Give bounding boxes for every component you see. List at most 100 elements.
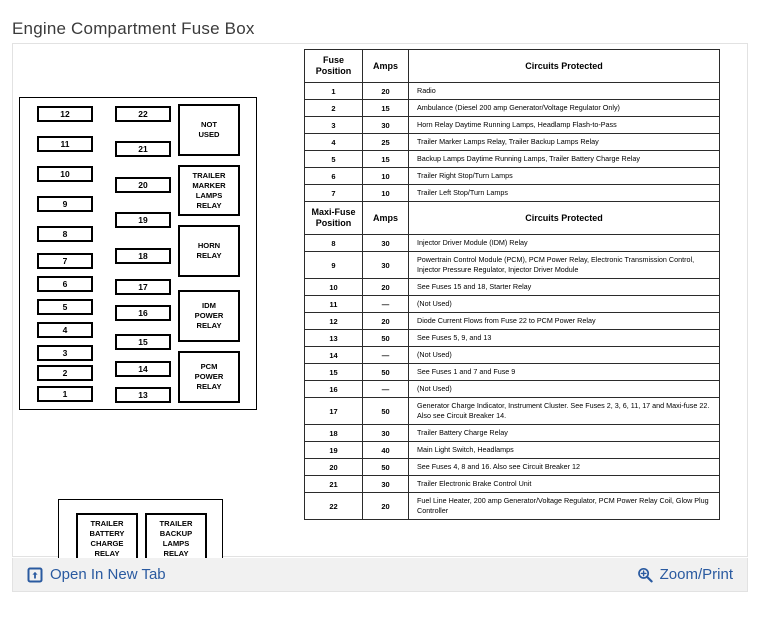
- cell-position: 7: [304, 184, 363, 202]
- cell-circuits: Diode Current Flows from Fuse 22 to PCM …: [408, 312, 720, 330]
- fuse-slot-9: 9: [37, 196, 93, 212]
- cell-amps: 30: [362, 234, 409, 252]
- relay-line: RELAY: [94, 549, 120, 558]
- fuse-slot-16: 16: [115, 305, 171, 321]
- cell-circuits: (Not Used): [408, 295, 720, 313]
- table-row: 16—(Not Used): [304, 380, 720, 398]
- relay-line: HORN: [197, 241, 221, 250]
- cell-position: 8: [304, 234, 363, 252]
- cell-circuits: (Not Used): [408, 346, 720, 364]
- fuse-slot-12: 12: [37, 106, 93, 122]
- fuse-slot-13: 13: [115, 387, 171, 403]
- cell-circuits: Horn Relay Daytime Running Lamps, Headla…: [408, 116, 720, 134]
- relay-line: RELAY: [163, 549, 189, 558]
- cell-position: 6: [304, 167, 363, 185]
- cell-circuits: Main Light Switch, Headlamps: [408, 441, 720, 459]
- fuse-slot-1: 1: [37, 386, 93, 402]
- cell-position: 15: [304, 363, 363, 381]
- cell-position: 20: [304, 458, 363, 476]
- cell-circuits: See Fuses 1 and 7 and Fuse 9: [408, 363, 720, 381]
- fuse-slot-7: 7: [37, 253, 93, 269]
- cell-position: 10: [304, 278, 363, 296]
- fuse-slot-17: 17: [115, 279, 171, 295]
- cell-circuits: Trailer Marker Lamps Relay, Trailer Back…: [408, 133, 720, 151]
- fuse-slot-5: 5: [37, 299, 93, 315]
- cell-amps: 50: [362, 397, 409, 425]
- relay-line: USED: [198, 130, 220, 139]
- relay-line: CHARGE: [90, 539, 124, 548]
- fuse-slot-3: 3: [37, 345, 93, 361]
- cell-circuits: Backup Lamps Daytime Running Lamps, Trai…: [408, 150, 720, 168]
- relay-line: LAMPS: [162, 539, 190, 548]
- fuse-slot-22: 22: [115, 106, 171, 122]
- relay-line: TRAILER: [159, 519, 193, 528]
- zoom-print-label: Zoom/Print: [659, 566, 733, 583]
- cell-position: 14: [304, 346, 363, 364]
- fuse-slot-20: 20: [115, 177, 171, 193]
- cell-position: 11: [304, 295, 363, 313]
- cell-position: 1: [304, 82, 363, 100]
- cell-amps: 50: [362, 329, 409, 347]
- cell-circuits: See Fuses 15 and 18, Starter Relay: [408, 278, 720, 296]
- fuse-slot-6: 6: [37, 276, 93, 292]
- relay-line: BATTERY: [89, 529, 125, 538]
- table-row: 11—(Not Used): [304, 295, 720, 313]
- cell-position: 18: [304, 424, 363, 442]
- cell-position: 4: [304, 133, 363, 151]
- fuse-slot-4: 4: [37, 322, 93, 338]
- cell-circuits: Generator Charge Indicator, Instrument C…: [408, 397, 720, 425]
- cell-circuits: Ambulance (Diesel 200 amp Generator/Volt…: [408, 99, 720, 117]
- relay-line: PCM: [200, 362, 218, 371]
- cell-position: 16: [304, 380, 363, 398]
- cell-amps: 20: [362, 312, 409, 330]
- cell-circuits: Trailer Battery Charge Relay: [408, 424, 720, 442]
- magnifier-plus-icon: [637, 567, 653, 583]
- footer-bar: Open In New Tab Zoom/Print: [12, 558, 748, 592]
- cell-amps: 50: [362, 363, 409, 381]
- cell-position: 21: [304, 475, 363, 493]
- fuse-slot-19: 19: [115, 212, 171, 228]
- cell-amps: 50: [362, 458, 409, 476]
- relay-line: TRAILER: [192, 170, 226, 180]
- relay-line: MARKER: [192, 180, 226, 190]
- open-in-new-tab-label: Open In New Tab: [50, 566, 166, 583]
- relay-line: NOT: [200, 120, 218, 129]
- cell-amps: 20: [362, 82, 409, 100]
- cell-amps: 40: [362, 441, 409, 459]
- cell-circuits: Trailer Left Stop/Turn Lamps: [408, 184, 720, 202]
- maxi-header-amps: Amps: [362, 201, 409, 235]
- open-in-new-tab-link[interactable]: Open In New Tab: [27, 566, 166, 583]
- cell-amps: —: [362, 346, 409, 364]
- relay-line: POWER: [194, 372, 224, 381]
- cell-circuits: See Fuses 5, 9, and 13: [408, 329, 720, 347]
- fuse-slot-8: 8: [37, 226, 93, 242]
- fuse-slot-21: 21: [115, 141, 171, 157]
- cell-amps: 25: [362, 133, 409, 151]
- zoom-print-link[interactable]: Zoom/Print: [637, 566, 733, 583]
- cell-circuits: (Not Used): [408, 380, 720, 398]
- cell-position: 19: [304, 441, 363, 459]
- cell-amps: 30: [362, 424, 409, 442]
- cell-circuits: Fuel Line Heater, 200 amp Generator/Volt…: [408, 492, 720, 520]
- cell-position: 3: [304, 116, 363, 134]
